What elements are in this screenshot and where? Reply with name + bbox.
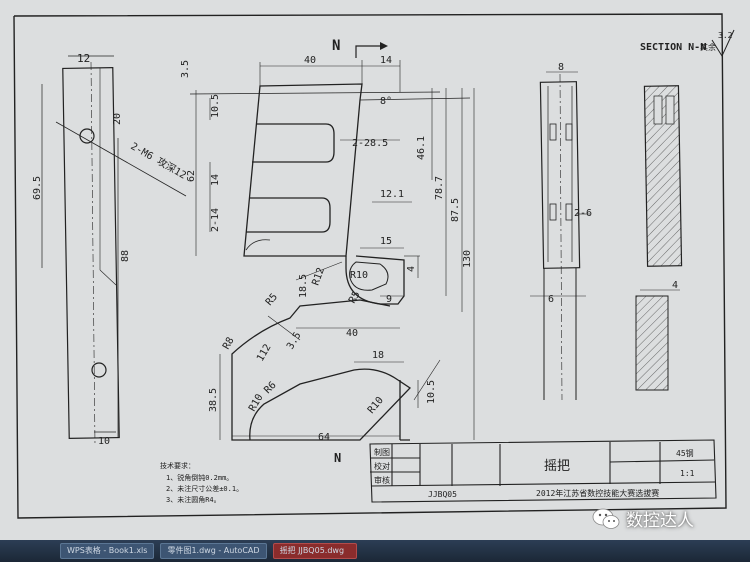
taskbar-item-cad[interactable]: 零件图1.dwg - AutoCAD xyxy=(160,543,267,559)
title-row-approve: 审核 xyxy=(374,475,390,485)
dim-left-20: 20 xyxy=(112,113,123,125)
drawing-number: JJBQ05 xyxy=(428,490,457,499)
title-block xyxy=(369,439,717,503)
dim-14-top: 14 xyxy=(380,55,392,66)
roughness-value: 3.2 xyxy=(718,31,733,40)
dim-9: 9 xyxy=(386,294,392,305)
notes-line-1: 1、锐角倒钝0.2mm。 xyxy=(166,473,233,482)
sheet-border xyxy=(13,13,727,519)
part-name: 摇把 xyxy=(544,459,570,474)
dim-12-1: 12.1 xyxy=(380,189,404,200)
material: 45钢 xyxy=(676,448,694,458)
section-arrow-top xyxy=(355,45,380,58)
dim-left-88: 88 xyxy=(120,250,131,262)
front-view-dim-lines xyxy=(195,60,475,440)
dim-10-5-b: 10.5 xyxy=(426,380,437,404)
dim-64: 64 xyxy=(318,432,330,443)
dim-40-mid: 40 xyxy=(346,328,358,339)
watermark-text: 数控达人 xyxy=(626,511,694,531)
dim-R10: R10 xyxy=(350,270,368,281)
dim-62: 62 xyxy=(186,170,197,182)
left-view xyxy=(41,55,187,446)
dim-78-7: 78.7 xyxy=(434,176,445,200)
dim-18-5: 18.5 xyxy=(298,274,309,298)
watermark: 数控达人 xyxy=(592,506,694,531)
scale: 1:1 xyxy=(680,469,695,478)
dim-3-5: 3.5 xyxy=(180,60,191,78)
dim-87-5: 87.5 xyxy=(450,198,461,222)
wechat-icon xyxy=(592,508,620,529)
dim-section-4: 4 xyxy=(672,280,678,291)
notes-line-3: 3、未注圆角R4。 xyxy=(166,495,221,504)
section-view xyxy=(635,85,683,391)
dim-130: 130 xyxy=(462,250,473,268)
dim-38-5: 38.5 xyxy=(208,388,219,412)
technical-notes: 技术要求： 1、锐角倒钝0.2mm。 2、未注尺寸公差±0.1。 3、未注圆角R… xyxy=(160,461,243,504)
dim-2-14: 2-14 xyxy=(210,208,221,232)
view-letter-bottom: N xyxy=(334,451,341,465)
bottom-hole xyxy=(91,362,107,378)
taskbar-item-wps[interactable]: WPS表格 - Book1.xls xyxy=(60,543,155,559)
dim-10-5: 10.5 xyxy=(210,94,221,118)
side-view xyxy=(530,71,590,401)
dim-left-69-5: 69.5 xyxy=(32,176,43,200)
dim-side-6: 6 xyxy=(548,294,554,305)
dim-15: 15 xyxy=(380,236,392,247)
dim-R5: R5 xyxy=(347,290,363,306)
roughness-icon xyxy=(711,29,735,58)
dim-side-2-6: 2-6 xyxy=(574,208,592,219)
event-name: 2012年江苏省数控技能大赛选拔赛 xyxy=(536,488,659,498)
dim-14-slot: 14 xyxy=(210,174,221,186)
dim-2-28-5: 2-28.5 xyxy=(352,138,388,149)
section-label: SECTION N-N xyxy=(640,42,706,53)
dim-left-width: 12 xyxy=(77,52,90,65)
view-letter-top: N xyxy=(332,38,340,54)
dim-R8: R8 xyxy=(221,336,237,352)
title-row-check: 校对 xyxy=(374,461,390,471)
taskbar-item-active-drawing[interactable]: 摇把 JJBQ05.dwg xyxy=(272,543,357,559)
notes-line-2: 2、未注尺寸公差±0.1。 xyxy=(166,484,243,493)
dim-18: 18 xyxy=(372,350,384,361)
title-block-text: 制图 校对 审核 摇把 45钢 1:1 JJBQ05 2012年江苏省数控技能大… xyxy=(374,447,695,499)
dim-8-deg: 8° xyxy=(380,96,392,107)
drawing-sheet: 12 20 69.5 88 10 2-M6 攻深12 N N xyxy=(0,0,750,540)
front-view-outline xyxy=(189,83,471,441)
title-row-draw: 制图 xyxy=(374,447,390,457)
notes-title: 技术要求： xyxy=(160,461,195,470)
dim-side-8: 8 xyxy=(558,62,564,73)
dim-40-top: 40 xyxy=(304,55,316,66)
taskbar: WPS表格 - Book1.xls 零件图1.dwg - AutoCAD 摇把 … xyxy=(0,540,750,562)
roughness-note: 其余 xyxy=(700,42,716,52)
dim-4: 4 xyxy=(406,266,417,272)
dim-46-1: 46.1 xyxy=(416,136,427,160)
dim-left-10: 10 xyxy=(98,436,110,447)
